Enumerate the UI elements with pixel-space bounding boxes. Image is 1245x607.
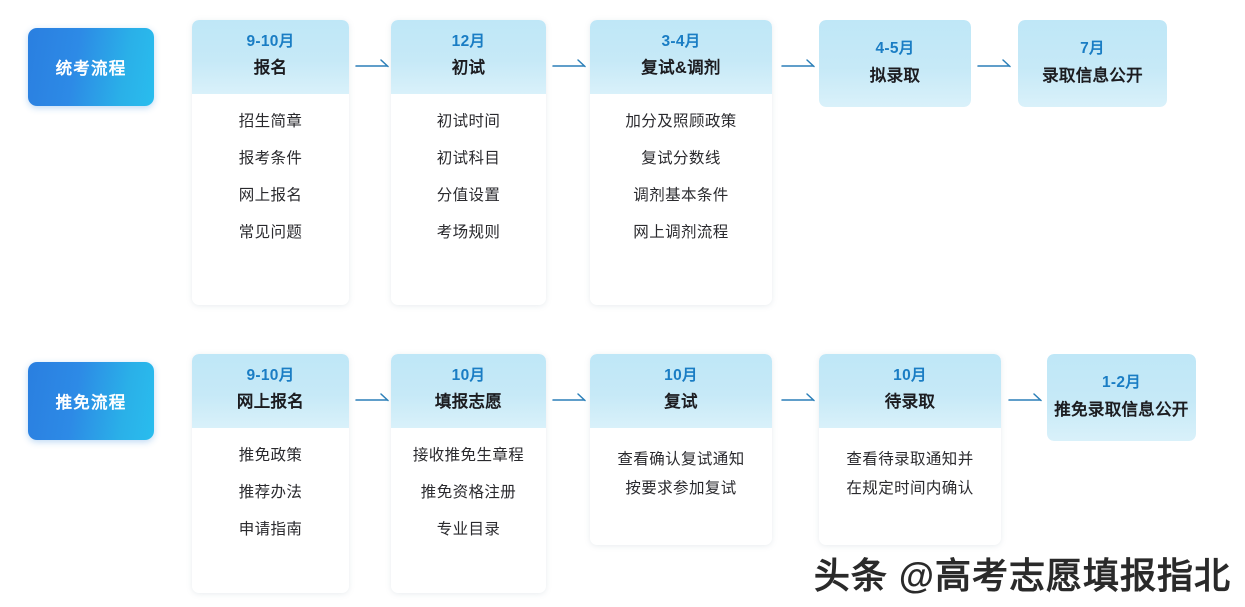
card-month: 1-2月	[1101, 374, 1142, 392]
card-title: 待录取	[884, 393, 936, 412]
card-item[interactable]: 申请指南	[238, 521, 303, 539]
card-title: 推免录取信息公开	[1054, 400, 1189, 419]
card-header: 9-10月 网上报名	[192, 354, 349, 429]
card-header: 12月 初试	[391, 20, 546, 95]
arrow-right-icon	[781, 58, 821, 74]
card-header: 3-4月 复试&调剂	[590, 20, 772, 95]
watermark-text: 头条 @高考志愿填报指北	[813, 555, 1231, 596]
flow-card-tuimian-2[interactable]: 10月 填报志愿 接收推免生章程 推免资格注册 专业目录	[391, 354, 546, 593]
flow-card-tuimian-5[interactable]: 1-2月 推免录取信息公开	[1047, 354, 1196, 441]
card-header: 1-2月 推免录取信息公开	[1047, 354, 1196, 441]
card-body: 查看确认复试通知 按要求参加复试	[590, 428, 772, 517]
card-title: 初试	[451, 59, 486, 78]
arrow-right-icon	[1008, 392, 1048, 408]
flow-card-tuimian-3[interactable]: 10月 复试 查看确认复试通知 按要求参加复试	[590, 354, 772, 545]
card-month: 4-5月	[875, 40, 915, 58]
card-title: 填报志愿	[434, 393, 503, 412]
card-header: 10月 待录取	[819, 354, 1001, 429]
card-header: 9-10月 报名	[192, 20, 349, 95]
card-item[interactable]: 招生简章	[238, 113, 303, 131]
card-month: 7月	[1080, 40, 1105, 58]
flow-row-tongkao: 统考流程 9-10月 报名 招生简章 报考条件 网上报名 常见问题 12月 初试	[28, 20, 1167, 305]
card-header: 4-5月 拟录取	[819, 20, 971, 107]
card-body: 接收推免生章程 推免资格注册 专业目录	[391, 428, 546, 556]
card-header: 7月 录取信息公开	[1018, 20, 1167, 107]
card-item[interactable]: 加分及照顾政策	[625, 113, 737, 131]
arrow-right-icon	[977, 58, 1017, 74]
card-item[interactable]: 考场规则	[436, 224, 501, 242]
row-badge-tuimian[interactable]: 推免流程	[28, 362, 154, 440]
arrow-right-icon	[552, 392, 592, 408]
card-month: 9-10月	[246, 33, 295, 50]
card-body: 查看待录取通知并 在规定时间内确认	[819, 428, 1001, 517]
card-header: 10月 复试	[590, 354, 772, 429]
card-item[interactable]: 调剂基本条件	[633, 187, 729, 205]
flow-card-tongkao-4[interactable]: 4-5月 拟录取	[819, 20, 971, 107]
card-item[interactable]: 推免政策	[238, 447, 303, 465]
arrow-right-icon	[355, 392, 395, 408]
card-title: 报名	[253, 59, 288, 78]
card-item[interactable]: 查看确认复试通知	[617, 451, 745, 469]
card-item[interactable]: 按要求参加复试	[625, 479, 737, 497]
card-title: 网上报名	[236, 393, 305, 412]
card-item[interactable]: 接收推免生章程	[412, 447, 525, 465]
card-item[interactable]: 报考条件	[238, 150, 303, 168]
card-body: 初试时间 初试科目 分值设置 考场规则	[391, 94, 546, 259]
flow-card-tuimian-4[interactable]: 10月 待录取 查看待录取通知并 在规定时间内确认	[819, 354, 1001, 545]
card-title: 拟录取	[869, 66, 921, 85]
card-item[interactable]: 复试分数线	[641, 150, 721, 168]
row-badge-label: 推免流程	[55, 394, 127, 412]
flow-card-tuimian-1[interactable]: 9-10月 网上报名 推免政策 推荐办法 申请指南	[192, 354, 349, 593]
card-item[interactable]: 在规定时间内确认	[846, 479, 974, 497]
card-item[interactable]: 推免资格注册	[420, 484, 517, 502]
flow-card-tongkao-3[interactable]: 3-4月 复试&调剂 加分及照顾政策 复试分数线 调剂基本条件 网上调剂流程	[590, 20, 772, 305]
card-month: 12月	[451, 33, 486, 50]
card-item[interactable]: 专业目录	[436, 521, 501, 539]
arrow-right-icon	[781, 392, 821, 408]
arrow-right-icon	[355, 58, 395, 74]
row-badge-tongkao[interactable]: 统考流程	[28, 28, 154, 106]
card-body: 加分及照顾政策 复试分数线 调剂基本条件 网上调剂流程	[590, 94, 772, 259]
flow-card-tongkao-1[interactable]: 9-10月 报名 招生简章 报考条件 网上报名 常见问题	[192, 20, 349, 305]
card-title: 复试&调剂	[641, 59, 721, 78]
card-item[interactable]: 网上调剂流程	[633, 224, 729, 242]
card-item[interactable]: 常见问题	[238, 224, 303, 242]
card-item[interactable]: 初试科目	[436, 150, 501, 168]
card-month: 10月	[893, 367, 927, 384]
card-month: 10月	[664, 367, 698, 384]
card-item[interactable]: 初试时间	[436, 113, 501, 131]
card-body: 招生简章 报考条件 网上报名 常见问题	[192, 94, 349, 259]
card-month: 3-4月	[661, 33, 701, 50]
card-item[interactable]: 分值设置	[436, 187, 501, 205]
card-title: 录取信息公开	[1042, 66, 1143, 85]
card-title: 复试	[664, 393, 698, 412]
card-month: 10月	[451, 367, 486, 384]
flow-card-tongkao-5[interactable]: 7月 录取信息公开	[1018, 20, 1167, 107]
card-item[interactable]: 推荐办法	[238, 484, 303, 502]
card-body: 推免政策 推荐办法 申请指南	[192, 428, 349, 556]
card-item[interactable]: 查看待录取通知并	[846, 451, 974, 469]
arrow-right-icon	[552, 58, 592, 74]
row-badge-label: 统考流程	[55, 60, 127, 78]
card-header: 10月 填报志愿	[391, 354, 546, 429]
card-month: 9-10月	[246, 367, 295, 384]
flow-row-tuimian: 推免流程 9-10月 网上报名 推免政策 推荐办法 申请指南 10月 填报志愿	[0, 334, 1245, 607]
card-item[interactable]: 网上报名	[238, 187, 303, 205]
flow-card-tongkao-2[interactable]: 12月 初试 初试时间 初试科目 分值设置 考场规则	[391, 20, 546, 305]
